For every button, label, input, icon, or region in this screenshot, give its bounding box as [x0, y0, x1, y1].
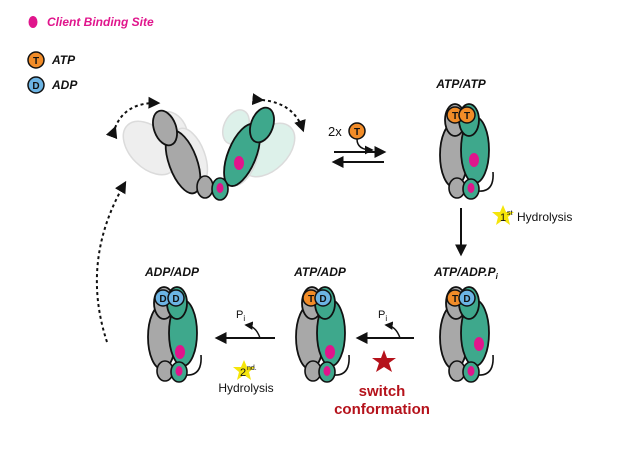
atp-legend-icon — [27, 51, 45, 69]
switch-label-line2: conformation — [334, 401, 430, 418]
client-site — [234, 156, 244, 170]
adp-icon — [314, 289, 332, 307]
state-atp-adp-label: ATP/ADP — [293, 265, 347, 279]
client-site-legend-icon — [28, 16, 38, 28]
state-atp-atp-label: ATP/ATP — [435, 77, 487, 91]
svg-text:D: D — [463, 294, 470, 305]
first-hydrolysis-label: Hydrolysis — [517, 210, 572, 224]
svg-text:st: st — [507, 210, 513, 217]
red-star-icon — [372, 350, 396, 372]
svg-text:T: T — [354, 127, 360, 138]
swing-arrow-left — [105, 96, 161, 140]
atp-icon — [458, 106, 476, 124]
pi-label: Pi — [236, 309, 245, 323]
open-state-dimer — [122, 106, 296, 201]
atp-binding-step: 2x T — [328, 122, 387, 168]
yellow-star-icon — [233, 360, 255, 380]
svg-text:D: D — [172, 294, 179, 305]
svg-text:D: D — [319, 294, 326, 305]
legend-adp-label: ADP — [51, 78, 78, 92]
pi-release-step: Pi switch conformation — [334, 309, 430, 418]
adp-icon — [167, 289, 185, 307]
legend-atp-label: ATP — [51, 53, 76, 67]
svg-text:nd.: nd. — [247, 365, 257, 372]
state-atp-atp: ATP/ATP T T — [435, 77, 494, 200]
state-adp-adp-label: ADP/ADP — [144, 265, 200, 279]
adp-legend-symbol: D — [32, 81, 39, 92]
state-adp-adp: ADP/ADP D D — [144, 265, 202, 383]
svg-text:T: T — [308, 294, 314, 305]
first-hydrolysis-step: 1 st Hydrolysis — [492, 205, 572, 225]
return-arrow — [95, 180, 127, 343]
state-atp-adp: ATP/ADP T D — [293, 265, 350, 383]
svg-text:2: 2 — [240, 367, 246, 379]
adp-legend-icon — [27, 76, 45, 94]
state-atp-adp-pi: ATP/ADP.Pi T D — [433, 265, 499, 383]
second-hydrolysis-step: Pi 2 nd. Hydrolysis — [214, 309, 275, 395]
svg-text:T: T — [452, 111, 458, 122]
adp-icon — [458, 289, 476, 307]
swing-arrow-right — [251, 93, 306, 133]
svg-text:T: T — [452, 294, 458, 305]
yellow-star-icon — [492, 205, 514, 225]
svg-text:1: 1 — [500, 212, 506, 224]
state-atp-adp-pi-label: ATP/ADP.Pi — [433, 265, 499, 281]
second-hydrolysis-label: Hydrolysis — [218, 381, 273, 395]
svg-text:T: T — [464, 111, 470, 122]
legend-client-label: Client Binding Site — [47, 15, 154, 29]
svg-text:D: D — [159, 294, 166, 305]
atp-legend-symbol: T — [33, 56, 39, 67]
switch-label-line1: switch — [359, 383, 406, 400]
pi-label: Pi — [378, 309, 387, 323]
binding-count: 2x — [328, 124, 342, 139]
legend: Client Binding Site T ATP D ADP — [27, 15, 154, 94]
